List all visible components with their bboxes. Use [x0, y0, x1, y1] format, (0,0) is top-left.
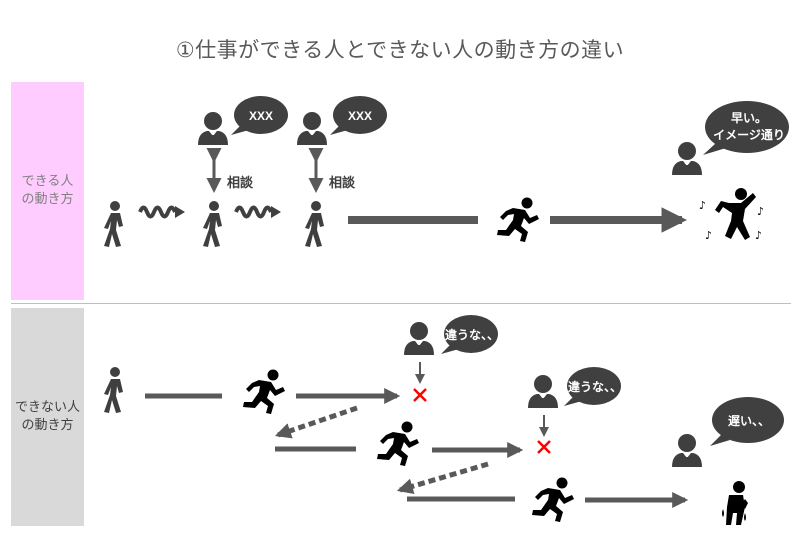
- row-label-can: できる人の動き方: [11, 82, 84, 300]
- consult-label-1: 相談: [227, 175, 254, 191]
- svg-text:♪: ♪: [699, 199, 706, 212]
- squiggle-arrow-1: [138, 205, 185, 219]
- boss-icon: [297, 112, 327, 145]
- page-title: ①仕事ができる人とできない人の動き方の違い: [175, 38, 625, 62]
- svg-text:♪: ♪: [757, 205, 764, 218]
- row-label-cannot: できない人の動き方: [11, 308, 84, 526]
- wrong-mark-icon: [413, 388, 427, 402]
- bubble-consult-1: XXX: [249, 109, 273, 123]
- redo-arrow-2: [396, 461, 489, 495]
- bubble-praise-line1: 早い。: [731, 111, 767, 125]
- running-person-icon: [532, 477, 574, 522]
- bubble-reject-1: 違うな、、: [445, 327, 499, 342]
- redo-arrow-1: [274, 405, 358, 439]
- walking-person-icon: [104, 367, 123, 413]
- boss-icon: [672, 142, 702, 175]
- row-divider: [11, 303, 791, 304]
- running-person-icon: [377, 421, 419, 466]
- exhausted-person-icon: [722, 481, 748, 525]
- consult-label-2: 相談: [329, 175, 356, 191]
- squiggle-arrow-2: [234, 205, 281, 219]
- row-label-can-line2: の動き方: [21, 192, 74, 207]
- row-label-can-line1: できる人: [21, 174, 74, 189]
- running-person-icon: [497, 197, 539, 242]
- wrong-mark-icon: [537, 440, 551, 454]
- bubble-late: 遅い、、: [728, 414, 770, 428]
- walking-person-icon: [305, 201, 324, 247]
- bubble-praise-line2: イメージ通り: [713, 127, 785, 142]
- bubble-consult-2: XXX: [348, 109, 372, 123]
- boss-icon: [198, 112, 228, 145]
- row-label-cannot-line2: の動き方: [21, 418, 74, 433]
- bubble-reject-2: 違うな、、: [568, 379, 622, 394]
- walking-person-icon: [203, 201, 222, 247]
- svg-text:♪: ♪: [705, 229, 712, 242]
- speech-bubble-icon: [710, 397, 784, 446]
- row-label-cannot-line1: できない人: [14, 400, 80, 415]
- running-person-icon: [243, 369, 285, 414]
- svg-text:♪: ♪: [755, 229, 762, 242]
- walking-person-icon: [104, 201, 123, 247]
- boss-icon: [528, 375, 558, 408]
- boss-icon: [404, 322, 434, 355]
- dancing-person-icon: ♪ ♪ ♪ ♪: [699, 188, 764, 242]
- speech-bubble-icon: [703, 101, 789, 155]
- boss-icon: [672, 434, 702, 467]
